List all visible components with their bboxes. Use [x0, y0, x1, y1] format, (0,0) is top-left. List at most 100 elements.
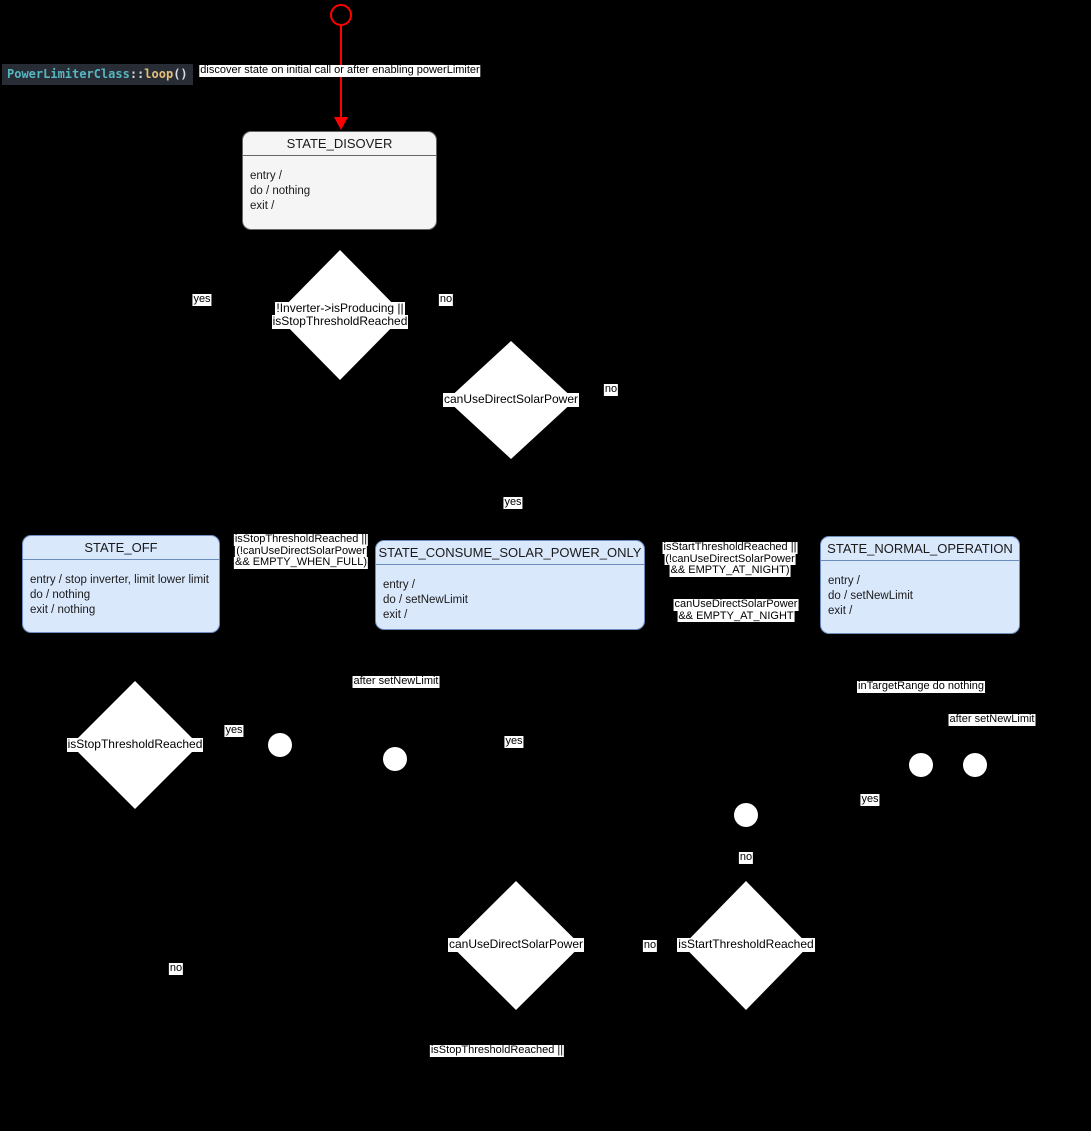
label-text: isStartThresholdReached || [662, 541, 798, 554]
parens-text: () [173, 67, 188, 81]
edge-label-yes-d3-right: yes [224, 724, 244, 737]
label-text: after setNewLimit [948, 713, 1036, 726]
junction-node [909, 753, 933, 777]
label-text: canUseDirectSolarPower [673, 598, 799, 611]
edge-label-guard-to-consume: canUseDirectSolarPower&& EMPTY_AT_NIGHT [673, 598, 799, 622]
label-text: (!canUseDirectSolarPower [235, 544, 367, 557]
state-action-line: exit / [828, 605, 853, 617]
edge-label-after-setnewlimit-right: after setNewLimit [948, 713, 1036, 726]
edge-label-yes-d2-bottom: yes [503, 496, 523, 509]
edge-label-after-setnewlimit-left: after setNewLimit [352, 675, 440, 688]
edge-label-yes-d1-left: yes [192, 293, 212, 306]
label-text: inTargetRange do nothing [857, 680, 985, 693]
state-title: STATE_NORMAL_OPERATION [821, 537, 1019, 561]
decision-inverter-producing-or-stop-threshold: !Inverter->isProducing ||isStopThreshold… [271, 250, 409, 380]
label-text: && EMPTY_AT_NIGHT) [669, 564, 791, 577]
state-action-line: entry / stop inverter, limit lower limit [30, 574, 209, 586]
edge-label-guard-to-off: isStopThresholdReached ||(!canUseDirectS… [233, 533, 369, 569]
decision-label: isStopThresholdReached [66, 681, 204, 809]
label-line: discover state on initial call or after … [199, 64, 481, 77]
state-action-line: exit / [250, 200, 275, 212]
decision-text-line: !Inverter->isProducing || [275, 300, 405, 315]
label-line: no [738, 851, 754, 864]
state-action-line: entry / [383, 579, 415, 591]
label-line: no [603, 383, 619, 396]
junction-node [963, 753, 987, 777]
state-action-line: exit / [383, 609, 408, 621]
decision-label: isStartThresholdReached [677, 881, 815, 1010]
edge-label-discover-note: discover state on initial call or after … [199, 64, 481, 77]
label-line: yes [504, 735, 524, 748]
state-action-line: do / setNewLimit [828, 590, 914, 602]
state-body: entry / stop inverter, limit lower limit… [23, 560, 219, 618]
state-action-line: entry / [828, 575, 860, 587]
state-action-line: do / nothing [250, 185, 311, 197]
state-title: STATE_CONSUME_SOLAR_POWER_ONLY [376, 541, 644, 565]
edge-label-no-bottom-left: no [168, 962, 184, 975]
decision-text-line: isStopThresholdReached [271, 314, 409, 329]
label-line: yes [192, 293, 212, 306]
label-line: no [168, 962, 184, 975]
decision-is-start-threshold-reached: isStartThresholdReached [677, 880, 815, 1010]
edge-label-guard-to-normal: isStartThresholdReached ||(!canUseDirect… [662, 541, 798, 577]
method-name-text: loop [144, 67, 174, 81]
initial-state-icon [330, 4, 352, 26]
label-line: yes [224, 724, 244, 737]
label-line: && EMPTY_AT_NIGHT [674, 609, 799, 622]
label-line: after setNewLimit [352, 675, 440, 688]
function-signature-label: PowerLimiterClass::loop() [2, 64, 193, 85]
label-line: yes [860, 793, 880, 806]
label-line: (!canUseDirectSolarPower [663, 552, 798, 565]
label-line: isStopThresholdReached || [429, 1044, 565, 1057]
label-text: no [738, 851, 754, 864]
label-line: after setNewLimit [948, 713, 1036, 726]
label-text: yes [504, 735, 524, 748]
label-text: && EMPTY_WHEN_FULL) [233, 556, 369, 569]
junction-node [383, 747, 407, 771]
edge-label-no-d2-right: no [603, 383, 619, 396]
decision-text-line: isStopThresholdReached [66, 737, 204, 752]
label-text: no [642, 939, 658, 952]
state-action-line: do / setNewLimit [383, 594, 469, 606]
class-name-text: PowerLimiterClass [7, 67, 130, 81]
label-text: isStopThresholdReached || [233, 533, 369, 546]
label-text: yes [503, 496, 523, 509]
decision-text-line: isStartThresholdReached [677, 937, 815, 952]
edge-label-guard-bottom: isStopThresholdReached || [429, 1044, 565, 1057]
label-text: isStopThresholdReached || [429, 1044, 565, 1057]
state-action-line: do / nothing [30, 589, 91, 601]
label-line: inTargetRange do nothing [857, 680, 985, 693]
decision-is-stop-threshold-reached: isStopThresholdReached [66, 681, 204, 809]
label-text: after setNewLimit [352, 675, 440, 688]
decision-label: !Inverter->isProducing ||isStopThreshold… [271, 250, 409, 380]
label-text: discover state on initial call or after … [199, 64, 481, 77]
decision-can-use-direct-solar-power-bottom: canUseDirectSolarPower [447, 880, 585, 1010]
label-text: no [438, 293, 454, 306]
state-title: STATE_DISOVER [243, 132, 436, 156]
state-action-line: exit / nothing [30, 604, 96, 616]
label-text: (!canUseDirectSolarPower [664, 552, 796, 565]
edge-label-no-between-diamonds: no [642, 939, 658, 952]
label-line: yes [503, 496, 523, 509]
decision-text-line: canUseDirectSolarPower [442, 392, 580, 407]
label-line: && EMPTY_WHEN_FULL) [233, 556, 369, 569]
label-line: (!canUseDirectSolarPower [234, 544, 368, 557]
decision-label: canUseDirectSolarPower [447, 881, 585, 1010]
edge-label-in-target-range: inTargetRange do nothing [857, 680, 985, 693]
edge-label-yes-right: yes [860, 793, 880, 806]
state-title: STATE_OFF [23, 536, 219, 560]
label-line: no [642, 939, 658, 952]
decision-text-line: canUseDirectSolarPower [447, 937, 585, 952]
label-line: && EMPTY_AT_NIGHT) [663, 564, 798, 577]
label-line: isStartThresholdReached || [662, 541, 798, 554]
label-text: && EMPTY_AT_NIGHT [677, 609, 795, 622]
label-text: yes [224, 724, 244, 737]
label-line: isStopThresholdReached || [233, 533, 369, 546]
label-text: no [168, 962, 184, 975]
state-body: entry / do / setNewLimit exit / [821, 561, 1019, 619]
